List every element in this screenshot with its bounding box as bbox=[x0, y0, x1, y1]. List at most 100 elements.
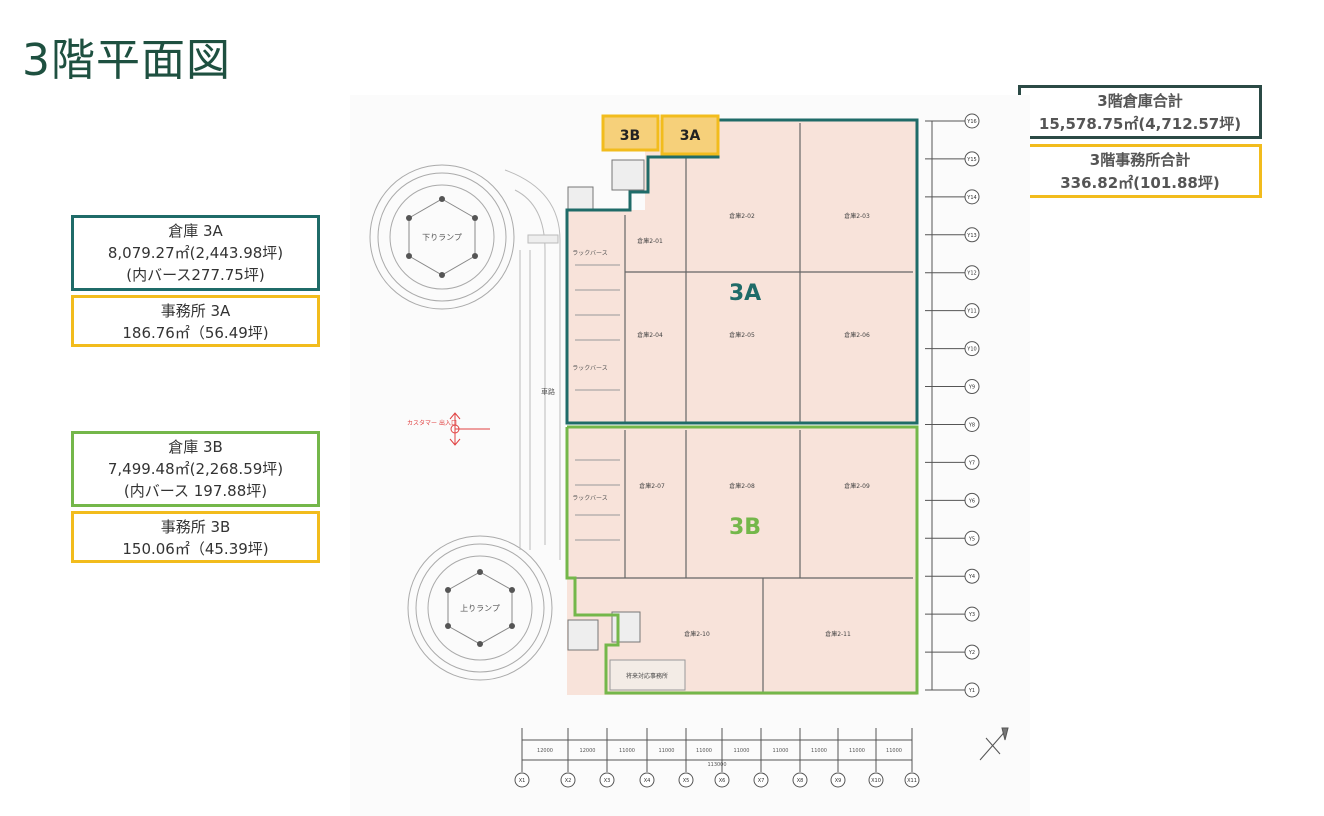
room-label: 倉庫2-07 bbox=[639, 482, 665, 490]
col-grid-label: X4 bbox=[644, 778, 651, 784]
row-grid-label: Y11 bbox=[966, 309, 976, 315]
col-dim-label: 11000 bbox=[886, 748, 902, 754]
room-label: 倉庫2-02 bbox=[729, 212, 755, 220]
row-grid-marker bbox=[964, 492, 980, 508]
tag-3b-box bbox=[601, 114, 660, 152]
row-grid-marker bbox=[964, 265, 980, 281]
col-grid-marker bbox=[639, 772, 655, 788]
row-grid-label: Y12 bbox=[966, 271, 976, 277]
rack-berths bbox=[575, 264, 620, 541]
col-grid-marker bbox=[830, 772, 846, 788]
office-3a-heading: 事務所 3A bbox=[160, 302, 231, 320]
col-dim-label: 11000 bbox=[811, 748, 827, 754]
row-grid-marker bbox=[964, 416, 980, 432]
col-grid-marker bbox=[753, 772, 769, 788]
row-grid-label: Y4 bbox=[968, 574, 975, 580]
col-dim-label: 12000 bbox=[537, 748, 553, 754]
warehouse-total-value: 15,578.75㎡(4,712.57坪) bbox=[1038, 115, 1242, 133]
office-total-heading: 3階事務所合計 bbox=[1089, 151, 1191, 169]
row-grid-label: Y14 bbox=[966, 195, 976, 201]
down-ramp bbox=[369, 164, 515, 310]
total-dim: 113000 bbox=[707, 762, 726, 768]
office-3a-box: 事務所 3A 186.76㎡（56.49坪) bbox=[71, 295, 320, 347]
warehouse-total-box: 3階倉庫合計 15,578.75㎡(4,712.57坪) bbox=[1018, 85, 1262, 139]
col-grid-label: X3 bbox=[604, 778, 611, 784]
row-grid-marker bbox=[964, 189, 980, 205]
row-grid-marker bbox=[964, 151, 980, 167]
col-grid-marker bbox=[792, 772, 808, 788]
office-3b-box: 事務所 3B 150.06㎡（45.39坪) bbox=[71, 511, 320, 563]
col-dim-label: 11000 bbox=[696, 748, 712, 754]
tag-3a-box bbox=[660, 114, 720, 156]
row-grid-marker bbox=[964, 454, 980, 470]
col-grid-label: X9 bbox=[835, 778, 842, 784]
row-grid-marker bbox=[964, 303, 980, 319]
future-office bbox=[609, 659, 686, 691]
col-grid-label: X8 bbox=[797, 778, 804, 784]
warehouse-3a-note: (内バース277.75坪) bbox=[126, 266, 265, 284]
up-ramp bbox=[407, 535, 553, 681]
driveway bbox=[504, 169, 561, 560]
row-grid-marker bbox=[964, 530, 980, 546]
north-arrow-icon bbox=[979, 727, 1009, 761]
warehouse-3b-box: 倉庫 3B 7,499.48㎡(2,268.59坪) (内バース 197.88坪… bbox=[71, 431, 320, 507]
office-total-box: 3階事務所合計 336.82㎡(101.88坪) bbox=[1018, 144, 1262, 198]
row-grid-marker bbox=[964, 379, 980, 395]
row-grid-marker bbox=[964, 341, 980, 357]
warehouse-total-heading: 3階倉庫合計 bbox=[1097, 92, 1183, 110]
warehouse-3a-box: 倉庫 3A 8,079.27㎡(2,443.98坪) (内バース277.75坪) bbox=[71, 215, 320, 291]
col-dim-label: 11000 bbox=[773, 748, 789, 754]
page-title: 3階平面図 bbox=[22, 35, 231, 86]
floor-3b bbox=[567, 427, 917, 695]
zone-3b-outline bbox=[565, 425, 919, 695]
row-grid-label: Y15 bbox=[966, 157, 976, 163]
room-label: 倉庫2-01 bbox=[637, 237, 663, 245]
room-walls bbox=[570, 123, 913, 692]
col-grid-marker bbox=[678, 772, 694, 788]
col-grid-marker bbox=[514, 772, 530, 788]
row-grid-label: Y1 bbox=[968, 688, 975, 694]
row-grid-label: Y10 bbox=[966, 347, 976, 353]
col-grid-marker bbox=[868, 772, 884, 788]
col-grid-label: X10 bbox=[871, 778, 881, 784]
row-grid-label: Y3 bbox=[968, 612, 975, 618]
row-grid-marker bbox=[964, 644, 980, 660]
col-grid-label: X1 bbox=[519, 778, 526, 784]
col-dim-label: 11000 bbox=[659, 748, 675, 754]
col-dim-label: 11000 bbox=[734, 748, 750, 754]
warehouse-3b-area: 7,499.48㎡(2,268.59坪) bbox=[107, 460, 284, 478]
row-grid-label: Y6 bbox=[968, 498, 975, 504]
entrance-arrow-icon bbox=[449, 412, 490, 446]
tag-3a: 3A bbox=[680, 128, 701, 144]
row-grid-marker bbox=[964, 606, 980, 622]
col-grid-marker bbox=[560, 772, 576, 788]
zone-3a-outline bbox=[565, 118, 919, 425]
room-label: 倉庫2-04 bbox=[637, 331, 663, 339]
zone-3b-label: 3B bbox=[729, 515, 761, 540]
floor-plan: 下りランプ 上りランプ 車路 カスタマー 出入口 bbox=[350, 95, 1030, 816]
col-grid-label: X5 bbox=[683, 778, 690, 784]
row-grid-marker bbox=[964, 568, 980, 584]
row-grid-label: Y9 bbox=[968, 385, 975, 391]
row-grid-label: Y8 bbox=[968, 422, 975, 428]
office-3b-area: 150.06㎡（45.39坪) bbox=[122, 540, 269, 558]
office-total-value: 336.82㎡(101.88坪) bbox=[1060, 174, 1220, 192]
room-label: 倉庫2-06 bbox=[844, 331, 870, 339]
col-dim-label: 12000 bbox=[580, 748, 596, 754]
row-grid-label: Y13 bbox=[966, 233, 976, 239]
col-grid-marker bbox=[599, 772, 615, 788]
col-grid-label: X11 bbox=[907, 778, 917, 784]
column-grid: X112000X212000X311000X411000X511000X6110… bbox=[514, 728, 920, 788]
row-grid-marker bbox=[964, 227, 980, 243]
rack-berth-label-3: ラックバース bbox=[572, 495, 607, 502]
col-dim-label: 11000 bbox=[849, 748, 865, 754]
col-grid-label: X7 bbox=[758, 778, 765, 784]
down-ramp-label: 下りランプ bbox=[422, 233, 462, 242]
future-office-label: 将来対応事務所 bbox=[626, 672, 668, 680]
col-grid-marker bbox=[904, 772, 920, 788]
row-grid-marker bbox=[964, 682, 980, 698]
warehouse-3a-area: 8,079.27㎡(2,443.98坪) bbox=[107, 244, 284, 262]
col-dim-label: 11000 bbox=[619, 748, 635, 754]
up-ramp-label: 上りランプ bbox=[460, 604, 500, 613]
